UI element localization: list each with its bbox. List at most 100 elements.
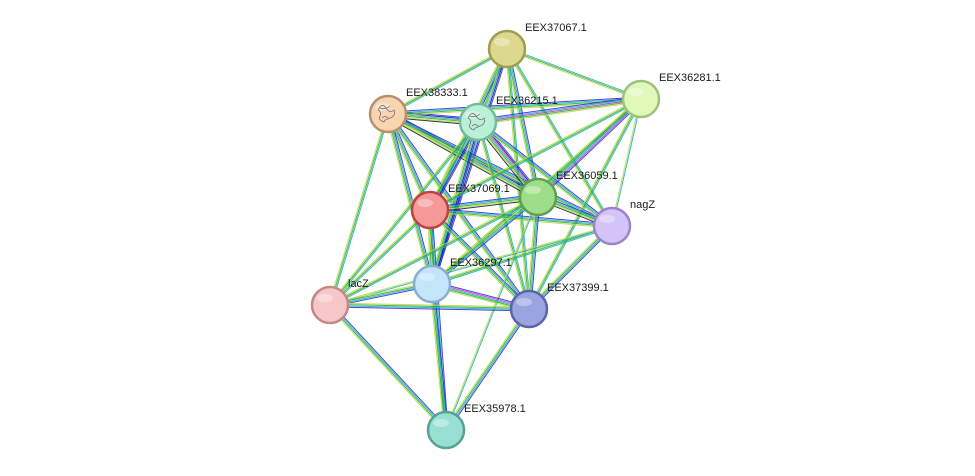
edge-line-cooccurrence (478, 121, 531, 309)
node-highlight (433, 419, 449, 427)
edge-eex36215-1-eex36281-1 (477, 95, 642, 126)
node-lacz[interactable]: lacZ (310, 278, 369, 325)
edge-line-cooccurrence (330, 197, 539, 307)
edge-line-textmining (428, 211, 528, 311)
node-circle[interactable] (426, 410, 466, 450)
node-label: EEX38333.1 (406, 87, 468, 99)
edge-eex36059-1-lacz (329, 195, 539, 307)
edge-line-cooccurrence (507, 47, 642, 99)
edge-line-neighborhood (331, 303, 448, 430)
node-label: EEX35978.1 (464, 403, 526, 415)
node-eex36281-1[interactable]: EEX36281.1 (621, 72, 721, 119)
edge-line-coexpression (429, 98, 642, 211)
edge-line-cooccurrence (388, 49, 508, 116)
edge-line-cooccurrence (430, 99, 642, 212)
edge-line-cooccurrence (330, 210, 432, 307)
node-circle[interactable] (509, 289, 549, 329)
edge-line-cooccurrence (446, 309, 530, 431)
edge-line-neighborhood (477, 95, 641, 120)
node-eex35978-1[interactable]: EEX35978.1 (426, 403, 526, 450)
node-circle[interactable] (410, 190, 450, 230)
node-circle[interactable] (621, 79, 661, 119)
node-highlight (516, 298, 532, 306)
edge-line-textmining (527, 98, 641, 309)
edge-line-textmining (506, 49, 641, 101)
edge-line-neighborhood (387, 96, 641, 113)
edge-line-cooccurrence (432, 197, 539, 285)
node-circle[interactable] (592, 206, 632, 246)
node-circle[interactable] (412, 264, 452, 304)
node-highlight (525, 186, 541, 194)
edge-line-coexpression (387, 114, 612, 228)
edge-line-textmining (430, 195, 538, 283)
node-eex38333-1[interactable]: EEX38333.1 (368, 87, 468, 134)
edge-line-textmining (330, 302, 530, 308)
edge-line-cooccurrence (507, 48, 614, 226)
edge-line-neighborhood (433, 49, 510, 285)
edge-eex36215-1-nagz (476, 120, 614, 228)
edge-line-coexpression (330, 303, 530, 309)
node-nagz[interactable]: nagZ (592, 199, 655, 246)
edge-line-neighborhood (431, 208, 531, 308)
edge-line-cooccurrence (330, 226, 613, 307)
edge-line-coexpression (478, 99, 642, 124)
edge-line-textmining (328, 120, 478, 305)
node-eex37399-1[interactable]: EEX37399.1 (509, 282, 609, 329)
edge-eex37399-1-lacz (329, 302, 530, 312)
edge-line-textmining (429, 211, 612, 229)
edge-line-neighborhood (432, 198, 540, 286)
node-highlight (628, 88, 644, 96)
edge-line-neighborhood (430, 207, 613, 225)
edge-line-cooccurrence (330, 114, 390, 306)
edge-line-coexpression (431, 196, 538, 284)
edge-line-coexpression (430, 284, 446, 431)
edge-line-neighborhood (388, 111, 614, 225)
edge-line-textmining (429, 97, 641, 210)
node-circle[interactable] (458, 102, 498, 142)
protein-structure-icon (467, 113, 485, 131)
edge-line-cooccurrence (529, 99, 643, 310)
node-eex37067-1[interactable]: EEX37067.1 (487, 22, 587, 69)
node-circle[interactable] (310, 285, 350, 325)
edge-line-coexpression (329, 196, 539, 306)
edge-line-coexpression (429, 210, 529, 310)
node-eex36297-1[interactable]: EEX36297.1 (412, 257, 512, 304)
edge-line-neighborhood (447, 309, 532, 432)
node-label: EEX36297.1 (450, 257, 512, 269)
edge-line-coexpression (505, 49, 538, 198)
edge-eex38333-1-lacz (328, 113, 390, 306)
edge-line-coexpression (506, 48, 642, 100)
edge-line-coexpression (329, 209, 431, 306)
edge-line-textmining (385, 114, 431, 285)
edge-line-textmining (610, 98, 641, 226)
edge-line-coexpression (506, 48, 613, 227)
edge-line-textmining (527, 224, 611, 308)
node-highlight (419, 273, 435, 281)
edge-line-neighborhood (431, 209, 449, 430)
edge-line-coexpression (429, 210, 612, 228)
node-circle[interactable] (518, 177, 558, 217)
node-eex36215-1[interactable]: EEX36215.1 (458, 95, 558, 142)
node-label: EEX36281.1 (659, 72, 721, 84)
node-eex36059-1[interactable]: EEX36059.1 (518, 170, 618, 217)
edge-eex36281-1-eex37399-1 (527, 98, 643, 310)
edge-line-neighborhood (478, 120, 614, 225)
edge-line-coexpression (430, 121, 478, 284)
edge-line-cooccurrence (432, 283, 448, 430)
edge-line-experiments (477, 98, 642, 123)
node-eex37069-1[interactable]: EEX37069.1 (410, 183, 510, 230)
edge-line-cooccurrence (330, 304, 447, 430)
node-circle[interactable] (487, 29, 527, 69)
node-circle[interactable] (368, 94, 408, 134)
edge-eex36281-1-eex37069-1 (429, 97, 642, 212)
node-label: nagZ (630, 199, 655, 211)
protein-structure-icon (377, 105, 395, 123)
edge-line-cooccurrence (529, 226, 613, 310)
node-highlight (599, 215, 615, 223)
edge-line-fusion (432, 122, 480, 285)
edge-eex37399-1-eex35978-1 (443, 307, 532, 432)
edge-line-textmining (429, 48, 506, 284)
edge-eex36215-1-lacz (328, 120, 480, 307)
edge-line-cooccurrence (388, 112, 613, 226)
